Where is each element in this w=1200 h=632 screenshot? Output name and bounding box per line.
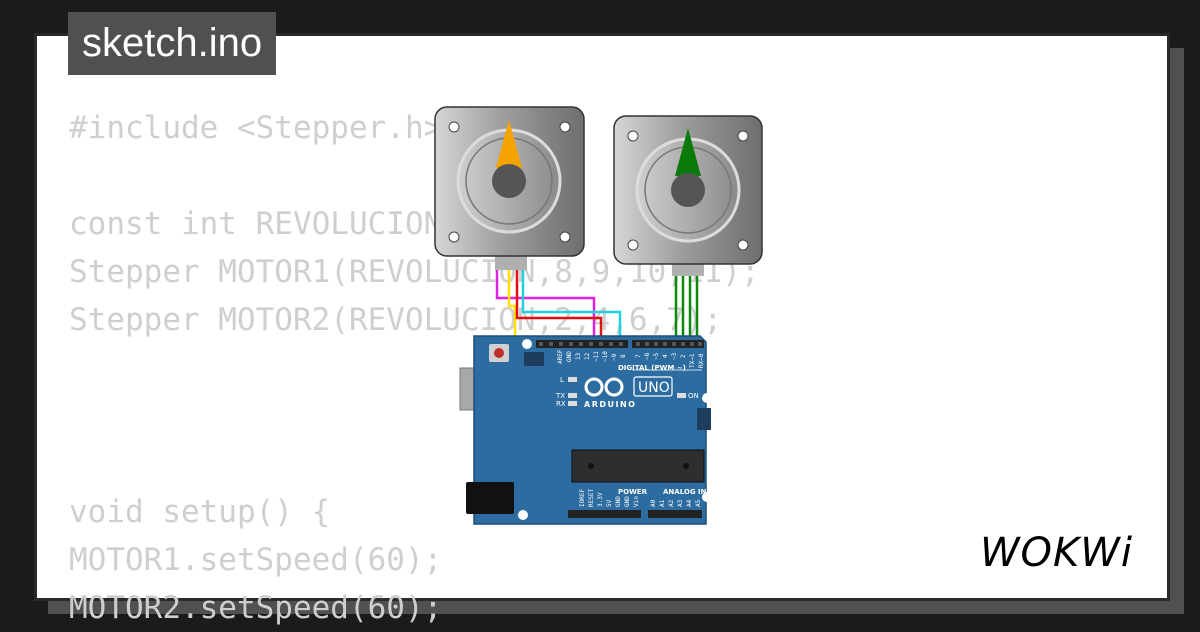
pin-label: GND bbox=[566, 351, 573, 362]
code-line: MOTOR2.setSpeed(60); bbox=[69, 590, 443, 626]
arduino-uno-board[interactable]: AREF GND 13 12 ~11 ~10 ~9 8 7 ~6 ~5 4 ~3… bbox=[459, 335, 712, 525]
pin-label: TX→1 bbox=[689, 353, 696, 368]
analog-pin-label: A4 bbox=[686, 499, 693, 507]
code-line: MOTOR1.setSpeed(60); bbox=[69, 542, 443, 578]
wire-red bbox=[515, 256, 603, 344]
stepper-motor-2[interactable] bbox=[613, 115, 763, 276]
pin-label: 4 bbox=[662, 354, 669, 358]
code-line: #include <Stepper.h> bbox=[69, 110, 443, 146]
motor2-wires bbox=[674, 264, 699, 344]
pin-label: 7 bbox=[635, 354, 642, 358]
sketch-filename-tab[interactable]: sketch.ino bbox=[68, 12, 277, 75]
pin-label: 2 bbox=[680, 354, 687, 358]
analog-pin-label: A3 bbox=[677, 499, 684, 507]
motor1-shaft-indicator bbox=[496, 120, 522, 168]
led-tx bbox=[568, 393, 577, 398]
digital-label: DIGITAL (PWM ~) bbox=[618, 364, 686, 372]
led-l-label: L bbox=[560, 376, 564, 384]
pin-label: ~6 bbox=[644, 352, 651, 360]
analog-pin-label: A1 bbox=[659, 499, 666, 507]
analog-header bbox=[648, 510, 702, 518]
wokwi-logo: WOKWi bbox=[980, 530, 1133, 576]
board-brand: ARDUINO bbox=[584, 400, 636, 409]
pin-label: ~5 bbox=[653, 352, 660, 360]
wire-magenta bbox=[495, 256, 596, 344]
power-pin-label: 5V bbox=[606, 499, 613, 507]
on-label: ON bbox=[688, 392, 699, 400]
power-pin-label: 3.3V bbox=[597, 492, 604, 507]
wokwi-logo-text: WOKWi bbox=[980, 530, 1133, 576]
pin-label: ~10 bbox=[602, 351, 609, 362]
arduino-infinity-icon bbox=[584, 377, 624, 397]
digital-header-right bbox=[632, 340, 704, 348]
pin-label: RX←0 bbox=[698, 353, 705, 368]
power-pin-label: Vin bbox=[633, 496, 640, 507]
led-l bbox=[568, 377, 577, 382]
power-pin-label: IOREF bbox=[579, 489, 586, 507]
power-header bbox=[568, 510, 641, 518]
led-rx-label: RX bbox=[556, 400, 566, 408]
code-line: Stepper MOTOR2(REVOLUCION,2,4,6,7); bbox=[69, 302, 723, 338]
power-pin-label: GND bbox=[624, 496, 631, 507]
power-label: POWER bbox=[618, 488, 648, 496]
board-model: UNO bbox=[638, 380, 670, 396]
led-rx bbox=[568, 401, 577, 406]
analog-pin-label: A5 bbox=[695, 499, 702, 507]
pin-label: ~9 bbox=[611, 353, 618, 361]
pin-label: AREF bbox=[557, 349, 564, 364]
motor2-shaft-indicator bbox=[675, 128, 701, 176]
code-line: void setup() { bbox=[69, 494, 331, 530]
icsp-header bbox=[524, 352, 711, 430]
pin-label: ~3 bbox=[671, 352, 678, 360]
analog-label: ANALOG IN bbox=[663, 488, 707, 496]
pin-label: 8 bbox=[620, 354, 627, 358]
analog-pin-label: A2 bbox=[668, 499, 675, 507]
pin-label: ~11 bbox=[593, 351, 600, 362]
pin-label: 12 bbox=[584, 352, 591, 360]
power-pin-label: RESET bbox=[588, 489, 595, 507]
analog-pin-label: A0 bbox=[650, 499, 657, 507]
led-tx-label: TX bbox=[555, 392, 565, 400]
power-pin-label: GND bbox=[615, 496, 622, 507]
pin-label: 13 bbox=[575, 352, 582, 360]
led-on bbox=[677, 393, 686, 398]
wire-cyan bbox=[521, 256, 622, 346]
stepper-motor-1[interactable] bbox=[434, 106, 585, 270]
